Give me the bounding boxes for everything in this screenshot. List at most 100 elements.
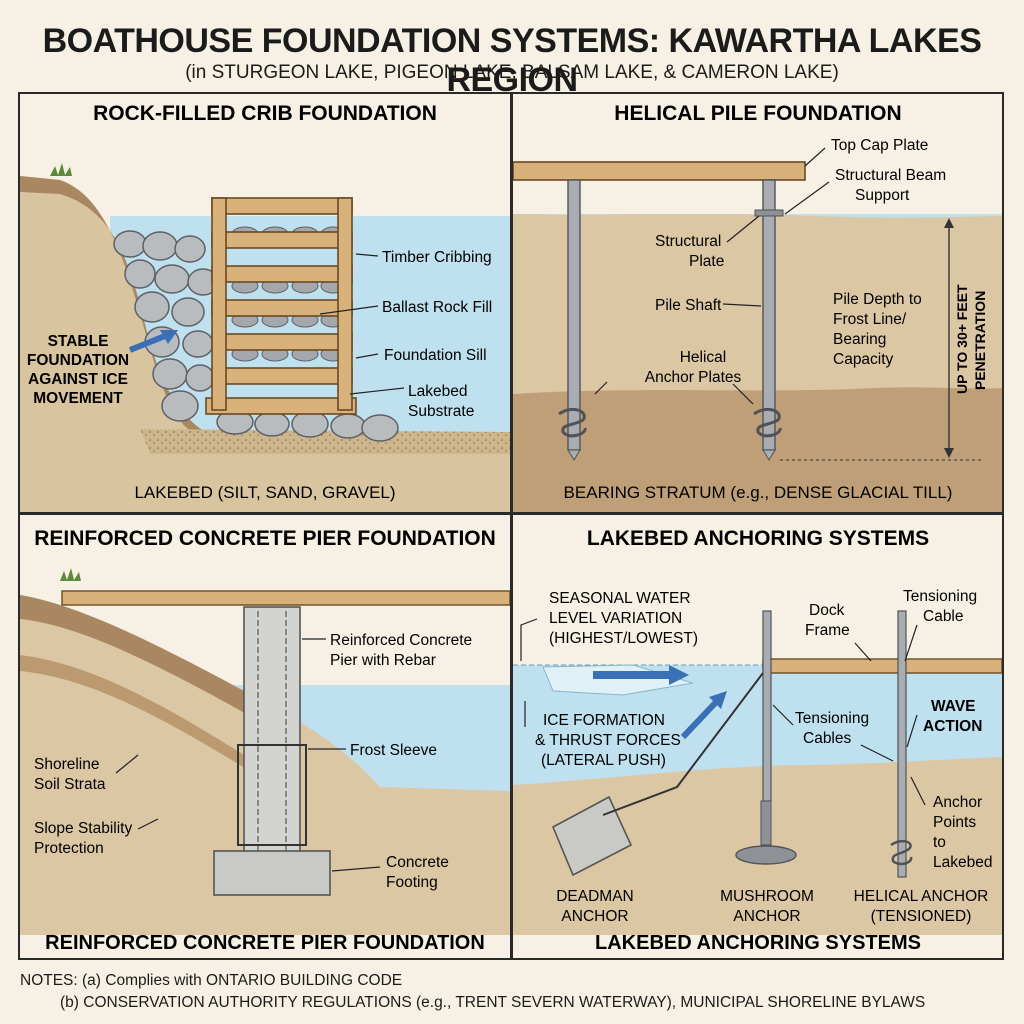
svg-text:Tensioning: Tensioning [903, 588, 977, 605]
svg-text:Substrate: Substrate [408, 403, 474, 420]
ice-arrow [128, 331, 172, 353]
lateral-arrow-head [709, 691, 727, 709]
timber-crib [205, 197, 357, 415]
pile-right [753, 179, 784, 461]
svg-text:MUSHROOM: MUSHROOM [720, 888, 814, 905]
lakebed-gravel [140, 429, 510, 454]
crib-labels: Timber Cribbing Ballast Rock Fill Founda… [382, 249, 492, 420]
ice-thrust-head [669, 665, 689, 685]
leader-lines [115, 638, 381, 872]
svg-text:Anchor Plates: Anchor Plates [645, 369, 742, 386]
svg-text:ANCHOR: ANCHOR [561, 908, 628, 925]
ice-arrow-head [160, 330, 178, 344]
soil-strata-top [20, 595, 270, 727]
svg-text:Helical: Helical [680, 349, 727, 366]
svg-text:DEADMAN: DEADMAN [556, 888, 634, 905]
divider-vertical [510, 92, 513, 960]
svg-text:Anchor: Anchor [933, 794, 982, 811]
panel-title: ROCK-FILLED CRIB FOUNDATION [93, 102, 437, 125]
pier-labels: Reinforced Concrete Pier with Rebar Fros… [34, 632, 472, 891]
svg-text:STABLE: STABLE [48, 333, 109, 350]
svg-text:Protection: Protection [34, 840, 104, 857]
panel-crib: ROCK-FILLED CRIB FOUNDATION [20, 94, 510, 512]
notes-line-2: (b) CONSERVATION AUTHORITY REGULATIONS (… [60, 994, 926, 1011]
ballast-rocks [113, 230, 399, 442]
svg-text:& THRUST FORCES: & THRUST FORCES [535, 732, 681, 749]
svg-text:Pile Depth to: Pile Depth to [833, 291, 922, 308]
svg-text:ACTION: ACTION [923, 718, 982, 735]
pile-left [558, 179, 587, 461]
deck-beam [513, 161, 806, 181]
depth-arrow-bottom [944, 448, 954, 458]
anchor-labels: SEASONAL WATER LEVEL VARIATION (HIGHEST/… [535, 588, 992, 871]
svg-text:Pier with Rebar: Pier with Rebar [330, 652, 436, 669]
shore-bank [20, 176, 510, 512]
svg-text:WAVE: WAVE [931, 698, 976, 715]
svg-text:SEASONAL WATER: SEASONAL WATER [549, 590, 691, 607]
panel-footer: BEARING STRATUM (e.g., DENSE GLACIAL TIL… [564, 483, 953, 502]
rebar [257, 611, 287, 875]
panel-footer: REINFORCED CONCRETE PIER FOUNDATION [45, 932, 485, 954]
panel-title: HELICAL PILE FOUNDATION [614, 102, 901, 125]
svg-text:ANCHOR: ANCHOR [733, 908, 800, 925]
svg-text:LEVEL VARIATION: LEVEL VARIATION [549, 610, 682, 627]
panel-footer: LAKEBED (SILT, SAND, GRAVEL) [134, 483, 395, 502]
panel-title: LAKEBED ANCHORING SYSTEMS [587, 527, 929, 550]
panel-helical: HELICAL PILE FOUNDATION UP TO 30+ FEET P… [513, 94, 1002, 512]
svg-text:ICE FORMATION: ICE FORMATION [543, 712, 665, 729]
svg-text:Ballast Rock Fill: Ballast Rock Fill [382, 299, 492, 316]
svg-text:Lakebed: Lakebed [933, 854, 992, 871]
svg-text:Tensioning: Tensioning [795, 710, 869, 727]
panel-title: REINFORCED CONCRETE PIER FOUNDATION [34, 527, 496, 550]
deadman-block [551, 795, 633, 877]
svg-text:to: to [933, 834, 946, 851]
helical-labels: Top Cap Plate Structural Beam Support St… [645, 137, 946, 386]
svg-text:Plate: Plate [689, 253, 724, 270]
penetration-label-2: PENETRATION [972, 291, 988, 390]
svg-text:Footing: Footing [386, 874, 438, 891]
svg-text:Soil Strata: Soil Strata [34, 776, 106, 793]
svg-text:Pile Shaft: Pile Shaft [655, 297, 722, 314]
lateral-arrow [680, 696, 722, 740]
panel-pier: REINFORCED CONCRETE PIER FOUNDATION Rein… [20, 515, 510, 958]
deck-beam [61, 590, 510, 606]
deadman-cable [602, 672, 764, 816]
stable-label: STABLE FOUNDATION AGAINST ICE MOVEMENT [27, 333, 129, 407]
anchor-type-labels: DEADMAN ANCHOR MUSHROOM ANCHOR HELICAL A… [556, 888, 988, 925]
frost-sleeve [237, 744, 307, 846]
leader-lines [594, 147, 830, 405]
leader-lines [319, 253, 405, 395]
panel-anchor: LAKEBED ANCHORING SYSTEMS SEASONAL WATER… [513, 515, 1002, 958]
svg-text:Concrete: Concrete [386, 854, 449, 871]
svg-text:Frost Line/: Frost Line/ [833, 311, 907, 328]
svg-text:(HIGHEST/LOWEST): (HIGHEST/LOWEST) [549, 630, 698, 647]
svg-text:AGAINST ICE: AGAINST ICE [28, 371, 128, 388]
dock-frame [762, 658, 1002, 674]
svg-text:Points: Points [933, 814, 976, 831]
svg-text:Timber Cribbing: Timber Cribbing [382, 249, 492, 266]
svg-text:Structural Beam: Structural Beam [835, 167, 946, 184]
divider-horizontal [18, 512, 1004, 515]
penetration-label-1: UP TO 30+ FEET [954, 284, 970, 394]
grass [50, 163, 72, 176]
bearing-stratum [513, 387, 1002, 512]
svg-text:HELICAL ANCHOR: HELICAL ANCHOR [854, 888, 989, 905]
mushroom-stem [760, 800, 772, 846]
grass [60, 568, 81, 581]
svg-text:Dock: Dock [809, 602, 845, 619]
svg-text:Frame: Frame [805, 622, 850, 639]
svg-text:Cable: Cable [923, 608, 964, 625]
page-title: BOATHOUSE FOUNDATION SYSTEMS: KAWARTHA L… [42, 22, 982, 99]
svg-text:Frost Sleeve: Frost Sleeve [350, 742, 437, 759]
svg-text:Lakebed: Lakebed [408, 383, 467, 400]
panel-footer: LAKEBED ANCHORING SYSTEMS [595, 932, 921, 954]
svg-text:Cables: Cables [803, 730, 851, 747]
helical-anchor-coil [890, 839, 913, 866]
svg-text:Top Cap Plate: Top Cap Plate [831, 137, 928, 154]
concrete-footing [213, 850, 331, 896]
svg-text:Shoreline: Shoreline [34, 756, 100, 773]
page-subtitle: (in STURGEON LAKE, PIGEON LAKE, BALSAM L… [185, 62, 839, 83]
svg-text:Foundation Sill: Foundation Sill [384, 347, 487, 364]
concrete-pier [243, 606, 301, 880]
svg-text:Capacity: Capacity [833, 351, 894, 368]
